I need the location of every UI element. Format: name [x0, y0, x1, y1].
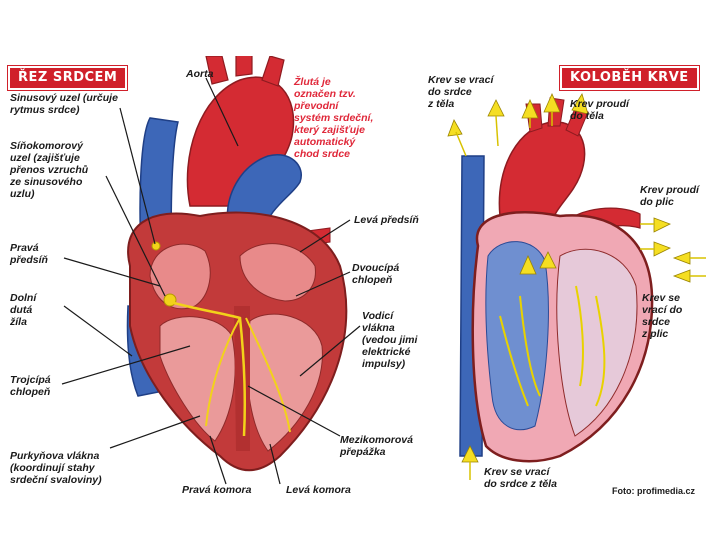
label-aorta: Aorta — [186, 68, 214, 80]
label-right-atrium: Pravá předsíň — [10, 242, 48, 266]
label-sinus-node: Sinusový uzel (určuje rytmus srdce) — [10, 92, 118, 116]
label-flows-to-lungs: Krev proudí do plic — [640, 184, 699, 208]
label-returns-from-lungs: Krev se vrací do srdce z plic — [642, 292, 683, 340]
label-inferior-vena-cava: Dolní dutá žíla — [10, 292, 37, 328]
label-purkinje-fibers: Purkyňova vlákna (koordinují stahy srdeč… — [10, 450, 102, 486]
heart-illustrations — [61, 56, 706, 485]
diagram-panel: ŘEZ SRDCEM Aorta Sinusový uzel (určuje r… — [0, 56, 720, 504]
right-panel-title: KOLOBĚH KRVE — [560, 66, 699, 90]
label-left-atrium: Levá předsíň — [354, 214, 419, 226]
label-septum: Mezikomorová přepážka — [340, 434, 413, 458]
left-panel-title: ŘEZ SRDCEM — [8, 66, 128, 90]
label-left-ventricle: Levá komora — [286, 484, 351, 496]
left-heart-section — [61, 56, 361, 485]
label-returns-from-body-bottom: Krev se vrací do srdce z těla — [484, 466, 557, 490]
label-returns-from-body: Krev se vrací do srdce z těla — [428, 74, 494, 110]
label-right-ventricle: Pravá komora — [182, 484, 252, 496]
right-heart-circulation — [447, 93, 706, 480]
label-tricuspid-valve: Trojcípá chlopeň — [10, 374, 51, 398]
label-av-node: Síňokomorový uzel (zajišťuje přenos vzru… — [10, 140, 89, 200]
label-mitral-valve: Dvoucípá chlopeň — [352, 262, 400, 286]
label-conduction-note: Žlutá je označen tzv. převodní systém sr… — [294, 76, 374, 160]
label-conducting-fibers: Vodicí vlákna (vedou jimi elektrické imp… — [362, 310, 418, 370]
label-flows-to-body: Krev proudí do těla — [570, 98, 629, 122]
photo-credit: Foto: profimedia.cz — [612, 486, 695, 496]
